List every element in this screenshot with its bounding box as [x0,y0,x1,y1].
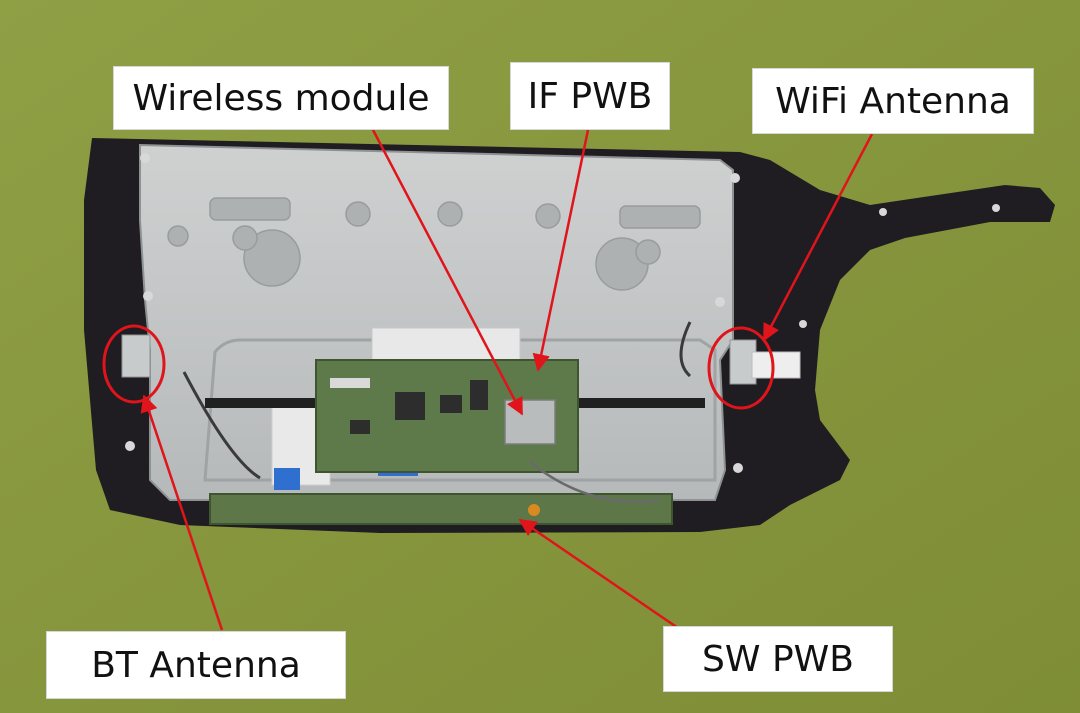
arrow-bt-antenna [140,394,224,631]
screws [125,153,1000,473]
sw-pwb-board [209,493,673,525]
label-bt-antenna: BT Antenna [46,631,346,699]
arrow-wireless-module [370,127,524,416]
plate-ridge [203,338,717,482]
bt-antenna-cable [182,371,261,480]
bt-antenna-circle [102,324,166,404]
label-wifi-antenna: WiFi Antenna [752,68,1034,134]
barcode-sticker [751,351,801,379]
label-if-pwb: IF PWB [510,62,670,130]
if-pwb-components [330,378,488,434]
label-wireless-module: Wireless module [113,66,449,130]
sw-pwb-component [528,504,540,516]
module-cable [529,461,661,503]
wireless-module-chip [504,399,556,445]
label-sw-pwb: SW PWB [663,626,893,692]
arrow-if-pwb [532,129,590,372]
wifi-antenna-circle [707,326,775,410]
arrow-sw-pwb [518,518,679,630]
plate-features [167,197,701,291]
wifi-antenna-cable [679,321,692,378]
bt-antenna-block [121,334,151,378]
arrow-wifi-antenna [762,133,874,342]
